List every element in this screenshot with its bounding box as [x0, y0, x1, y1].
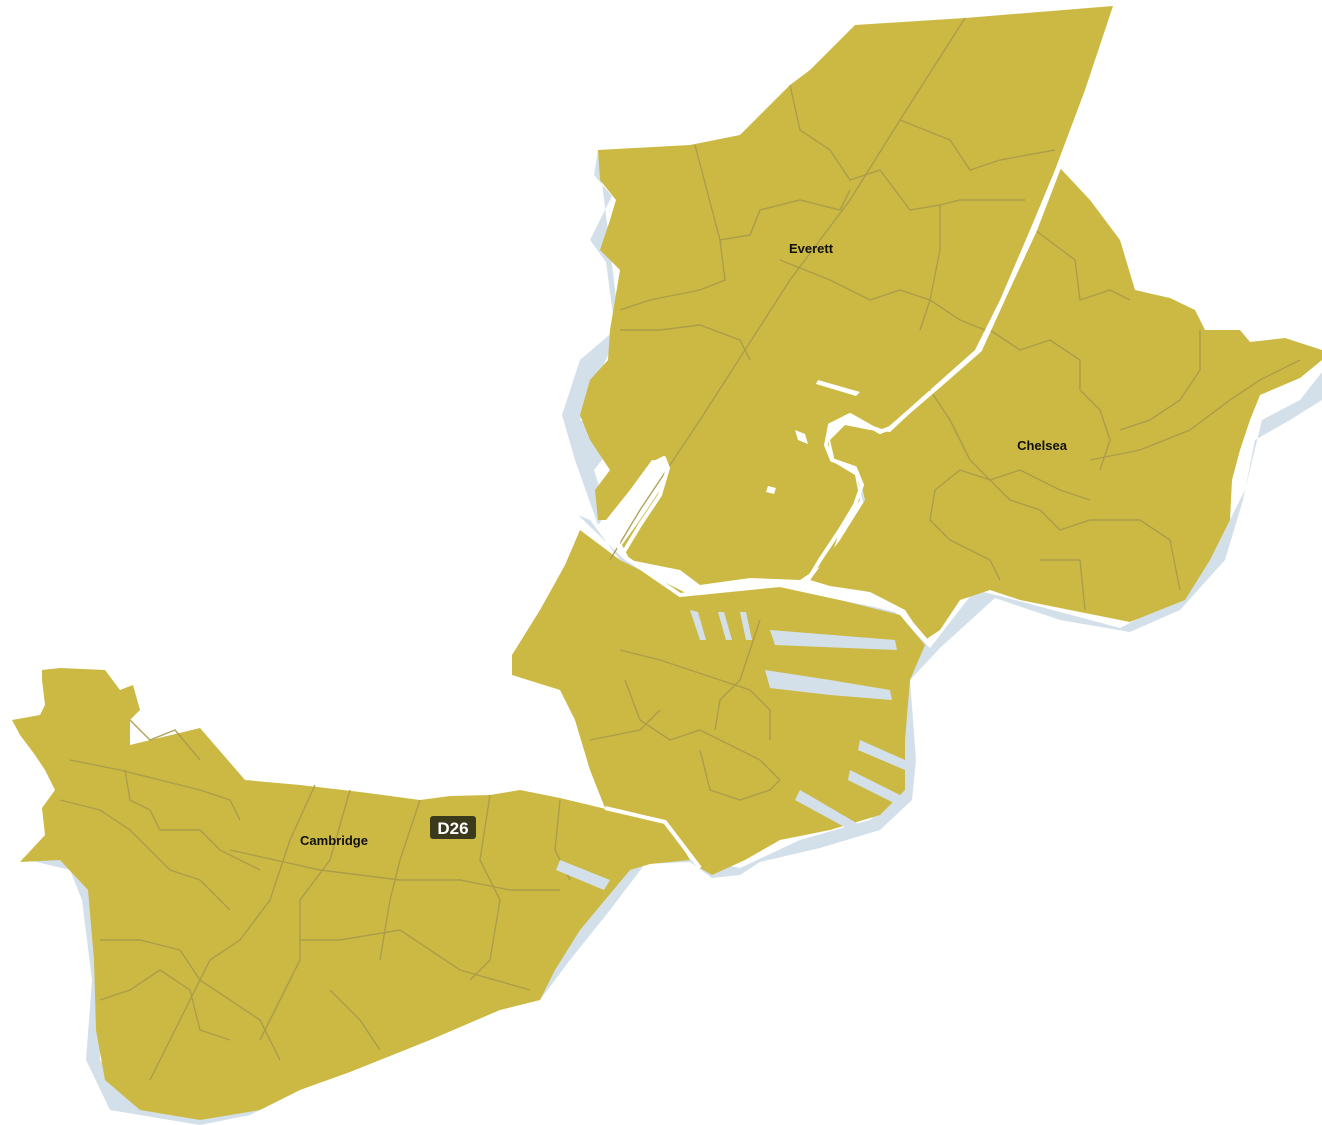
- precinct-line: [469, 794, 501, 981]
- precinct-line: [300, 929, 531, 991]
- precinct-line: [1089, 359, 1301, 461]
- precinct-line: [69, 759, 241, 821]
- dock-slip: [765, 670, 892, 700]
- dock-slip: [858, 740, 905, 770]
- district-cambridge: [12, 668, 690, 1120]
- district-chelsea: [810, 168, 1322, 640]
- district-fill-layer: [12, 6, 1322, 1120]
- precinct-line: [789, 84, 1025, 211]
- inlet: [795, 430, 808, 444]
- water-inlets: [766, 380, 860, 494]
- place-labels: Everett Chelsea Cambridge: [300, 241, 1068, 848]
- place-label-chelsea: Chelsea: [1017, 438, 1068, 453]
- precinct-line: [59, 799, 231, 911]
- precinct-line: [259, 789, 351, 1041]
- district-charlestown: [512, 530, 925, 875]
- precinct-line: [1040, 559, 1086, 611]
- district-badge-label: D26: [437, 819, 468, 838]
- dock-slip: [556, 860, 610, 890]
- inlet: [816, 380, 860, 396]
- precinct-line: [714, 619, 761, 731]
- precinct-line: [619, 649, 771, 740]
- precinct-line: [124, 769, 261, 871]
- dock-slip: [740, 612, 752, 640]
- precinct-lines: [59, 17, 1301, 1081]
- precinct-line: [699, 749, 781, 801]
- dock-slip: [770, 630, 897, 650]
- precinct-line: [329, 989, 381, 1051]
- dock-slip: [718, 612, 732, 640]
- precinct-line: [129, 719, 201, 761]
- docks: [556, 610, 905, 890]
- place-label-cambridge: Cambridge: [300, 833, 368, 848]
- precinct-line: [99, 969, 231, 1041]
- precinct-line: [779, 259, 986, 331]
- boundary-charlestown-cambridge: [604, 806, 702, 870]
- place-label-everett: Everett: [789, 241, 834, 256]
- precinct-line: [100, 939, 281, 1061]
- precinct-line: [620, 324, 751, 361]
- precinct-line: [1119, 330, 1201, 431]
- district-boundary: [604, 164, 1062, 870]
- district-badge[interactable]: D26: [430, 816, 476, 839]
- precinct-line: [149, 784, 316, 1081]
- precinct-line: [919, 205, 941, 331]
- district-everett: [580, 6, 1113, 585]
- precinct-line: [899, 119, 1056, 171]
- water-everett-west: [562, 150, 640, 525]
- precinct-line: [929, 489, 1001, 581]
- precinct-line: [624, 679, 781, 781]
- boundary-everett-chelsea: [803, 164, 1062, 587]
- precinct-line: [589, 709, 661, 741]
- precinct-line: [934, 469, 1181, 591]
- dock-slip: [690, 610, 706, 640]
- precinct-line: [619, 239, 726, 311]
- precinct-line: [989, 329, 1111, 471]
- district-badge-background: [430, 816, 476, 839]
- precinct-line: [1034, 229, 1131, 301]
- dock-slip: [848, 770, 900, 805]
- precinct-line: [229, 849, 560, 891]
- boundary-mystic: [616, 456, 932, 647]
- inlet: [766, 486, 776, 494]
- dock-slip: [795, 790, 860, 830]
